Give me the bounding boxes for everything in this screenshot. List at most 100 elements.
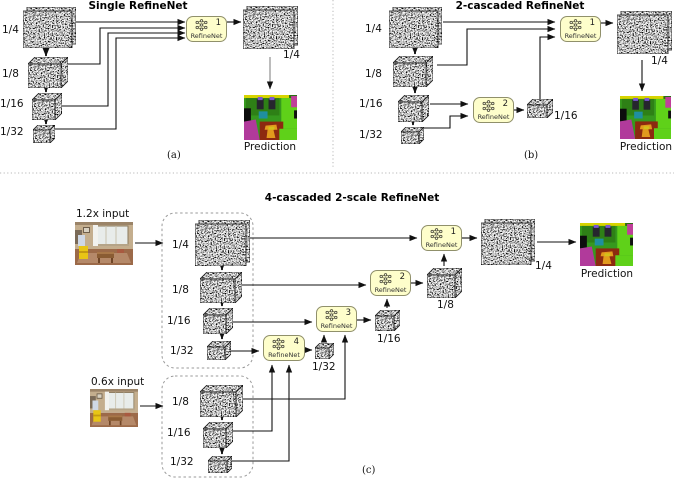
- scale-label: 1/16: [167, 427, 191, 439]
- feature-map-c-rn2-output: [426, 267, 463, 299]
- feature-map-b-thirtysecond: [400, 126, 425, 145]
- scale-label: 1/8: [172, 396, 189, 408]
- refinenet-label: RefineNet: [425, 241, 458, 249]
- feature-map-c-large-sixteenth: [202, 307, 234, 335]
- arrow-a-in-eighth: [68, 24, 186, 65]
- feature-map-c-large-thirtysecond: [206, 340, 232, 361]
- panel-a-title: Single RefineNet: [88, 0, 188, 12]
- network-icon: [569, 19, 582, 31]
- prediction-label: Prediction: [580, 268, 634, 280]
- feature-map-b-quarter: [388, 6, 443, 49]
- refinenet-label: RefineNet: [190, 32, 223, 40]
- input-image-1-2x: [75, 222, 133, 265]
- refinenet-number: 3: [345, 308, 351, 318]
- refinenet-output-label: 1/16: [377, 333, 401, 345]
- scale-label: 1/32: [0, 126, 24, 138]
- arrow-b-in-eighth: [437, 25, 556, 66]
- network-icon: [379, 273, 392, 285]
- refinenet-number: 4: [293, 337, 299, 347]
- feature-map-a-output: [242, 5, 299, 50]
- feature-map-c-small-eighth: [199, 384, 244, 418]
- arrow-b-in-thirtysecond: [424, 112, 469, 129]
- refinenet-number: 1: [589, 18, 595, 28]
- scale-label: 1/8: [365, 68, 382, 80]
- feature-map-a-thirtysecond: [32, 124, 56, 144]
- network-icon: [430, 228, 443, 240]
- feature-map-c-output: [480, 218, 536, 266]
- refinenet-label: RefineNet: [320, 322, 353, 330]
- network-icon: [272, 338, 285, 350]
- feature-map-b-eighth: [392, 55, 434, 88]
- prediction-image-b: [620, 96, 671, 139]
- panel-b-caption: (b): [524, 150, 539, 161]
- network-icon: [482, 100, 495, 112]
- scale-label: 1/4: [365, 23, 382, 35]
- refinenet-output-label: 1/8: [437, 299, 454, 311]
- refinenet-block-c4: 4 RefineNet: [263, 335, 305, 361]
- feature-map-a-eighth: [27, 56, 69, 89]
- panel-c-title: 4-cascaded 2-scale RefineNet: [264, 192, 440, 204]
- prediction-image-c: [580, 223, 633, 266]
- scale-label: 1/8: [2, 68, 19, 80]
- feature-map-a-sixteenth: [31, 92, 63, 121]
- arrow-b-mid-to-refinenet1: [539, 33, 556, 100]
- input-image-0-6x: [90, 389, 138, 427]
- output-scale-label: 1/4: [283, 49, 300, 61]
- feature-map-c-small-thirtysecond: [207, 455, 233, 474]
- arrow-c-small-sixteenth-to-rn4: [233, 364, 276, 432]
- refinenet-output-label: 1/32: [312, 361, 336, 373]
- output-scale-label: 1/4: [535, 260, 552, 272]
- feature-map-b-sixteenth: [397, 94, 430, 123]
- refinenet-block-c2: 2 RefineNet: [370, 270, 411, 296]
- feature-map-b-output: [616, 10, 673, 55]
- arrow-c-small-eighth-to-rn3: [243, 334, 349, 400]
- feature-map-a-quarter: [22, 6, 77, 49]
- scale-label: 1/32: [359, 129, 383, 141]
- output-scale-label: 1/4: [651, 55, 668, 67]
- refinenet-block-c3: 3 RefineNet: [316, 306, 357, 332]
- prediction-label: Prediction: [619, 141, 673, 153]
- network-icon: [195, 19, 208, 31]
- arrow-a-in-thirtysecond: [55, 34, 186, 130]
- feature-map-c-large-eighth: [199, 271, 243, 304]
- arrow-c-small-thirtysecond-to-rn4: [227, 364, 293, 462]
- refinenet-label: RefineNet: [564, 32, 597, 40]
- feature-map-b-intermediate: [526, 98, 554, 119]
- refinenet-label: RefineNet: [477, 113, 510, 121]
- panel-b-title: 2-cascaded RefineNet: [455, 0, 585, 12]
- refinenet-block-c1: 1 RefineNet: [421, 225, 462, 251]
- input-small-label: 0.6x input: [91, 376, 145, 388]
- refinenet-label: RefineNet: [374, 286, 407, 294]
- panel-c-caption: (c): [362, 465, 376, 476]
- refinenet-number: 2: [399, 272, 405, 282]
- scale-group-0-6x: [161, 375, 254, 478]
- feature-map-c-small-sixteenth: [202, 421, 234, 449]
- feature-map-c-rn4-output: [314, 342, 335, 360]
- scale-label: 1/4: [2, 24, 19, 36]
- scale-group-1-2x: [161, 212, 254, 369]
- refinenet-label: RefineNet: [268, 351, 300, 359]
- refinenet-block-b2: 2 RefineNet: [473, 97, 514, 123]
- scale-label: 1/32: [170, 345, 194, 357]
- scale-label: 1/16: [0, 98, 24, 110]
- feature-map-c-rn3-output: [374, 309, 401, 332]
- scale-label: 1/4: [172, 239, 189, 251]
- scale-label: 1/8: [172, 284, 189, 296]
- arrow-a-in-sixteenth: [62, 29, 186, 107]
- intermediate-scale-label: 1/16: [554, 110, 578, 122]
- network-icon: [325, 309, 338, 321]
- refinenet-block-b1: 1 RefineNet: [560, 16, 601, 42]
- scale-label: 1/32: [170, 456, 194, 468]
- prediction-image-a: [244, 95, 297, 140]
- feature-map-c-large-quarter: [194, 219, 251, 267]
- refinenet-number: 2: [502, 99, 508, 109]
- refinenet-number: 1: [215, 18, 221, 28]
- input-large-label: 1.2x input: [76, 208, 130, 220]
- refinenet-number: 1: [450, 227, 456, 237]
- scale-label: 1/16: [359, 98, 383, 110]
- panel-a-caption: (a): [167, 150, 181, 161]
- scale-label: 1/16: [167, 315, 191, 327]
- prediction-label: Prediction: [243, 141, 297, 153]
